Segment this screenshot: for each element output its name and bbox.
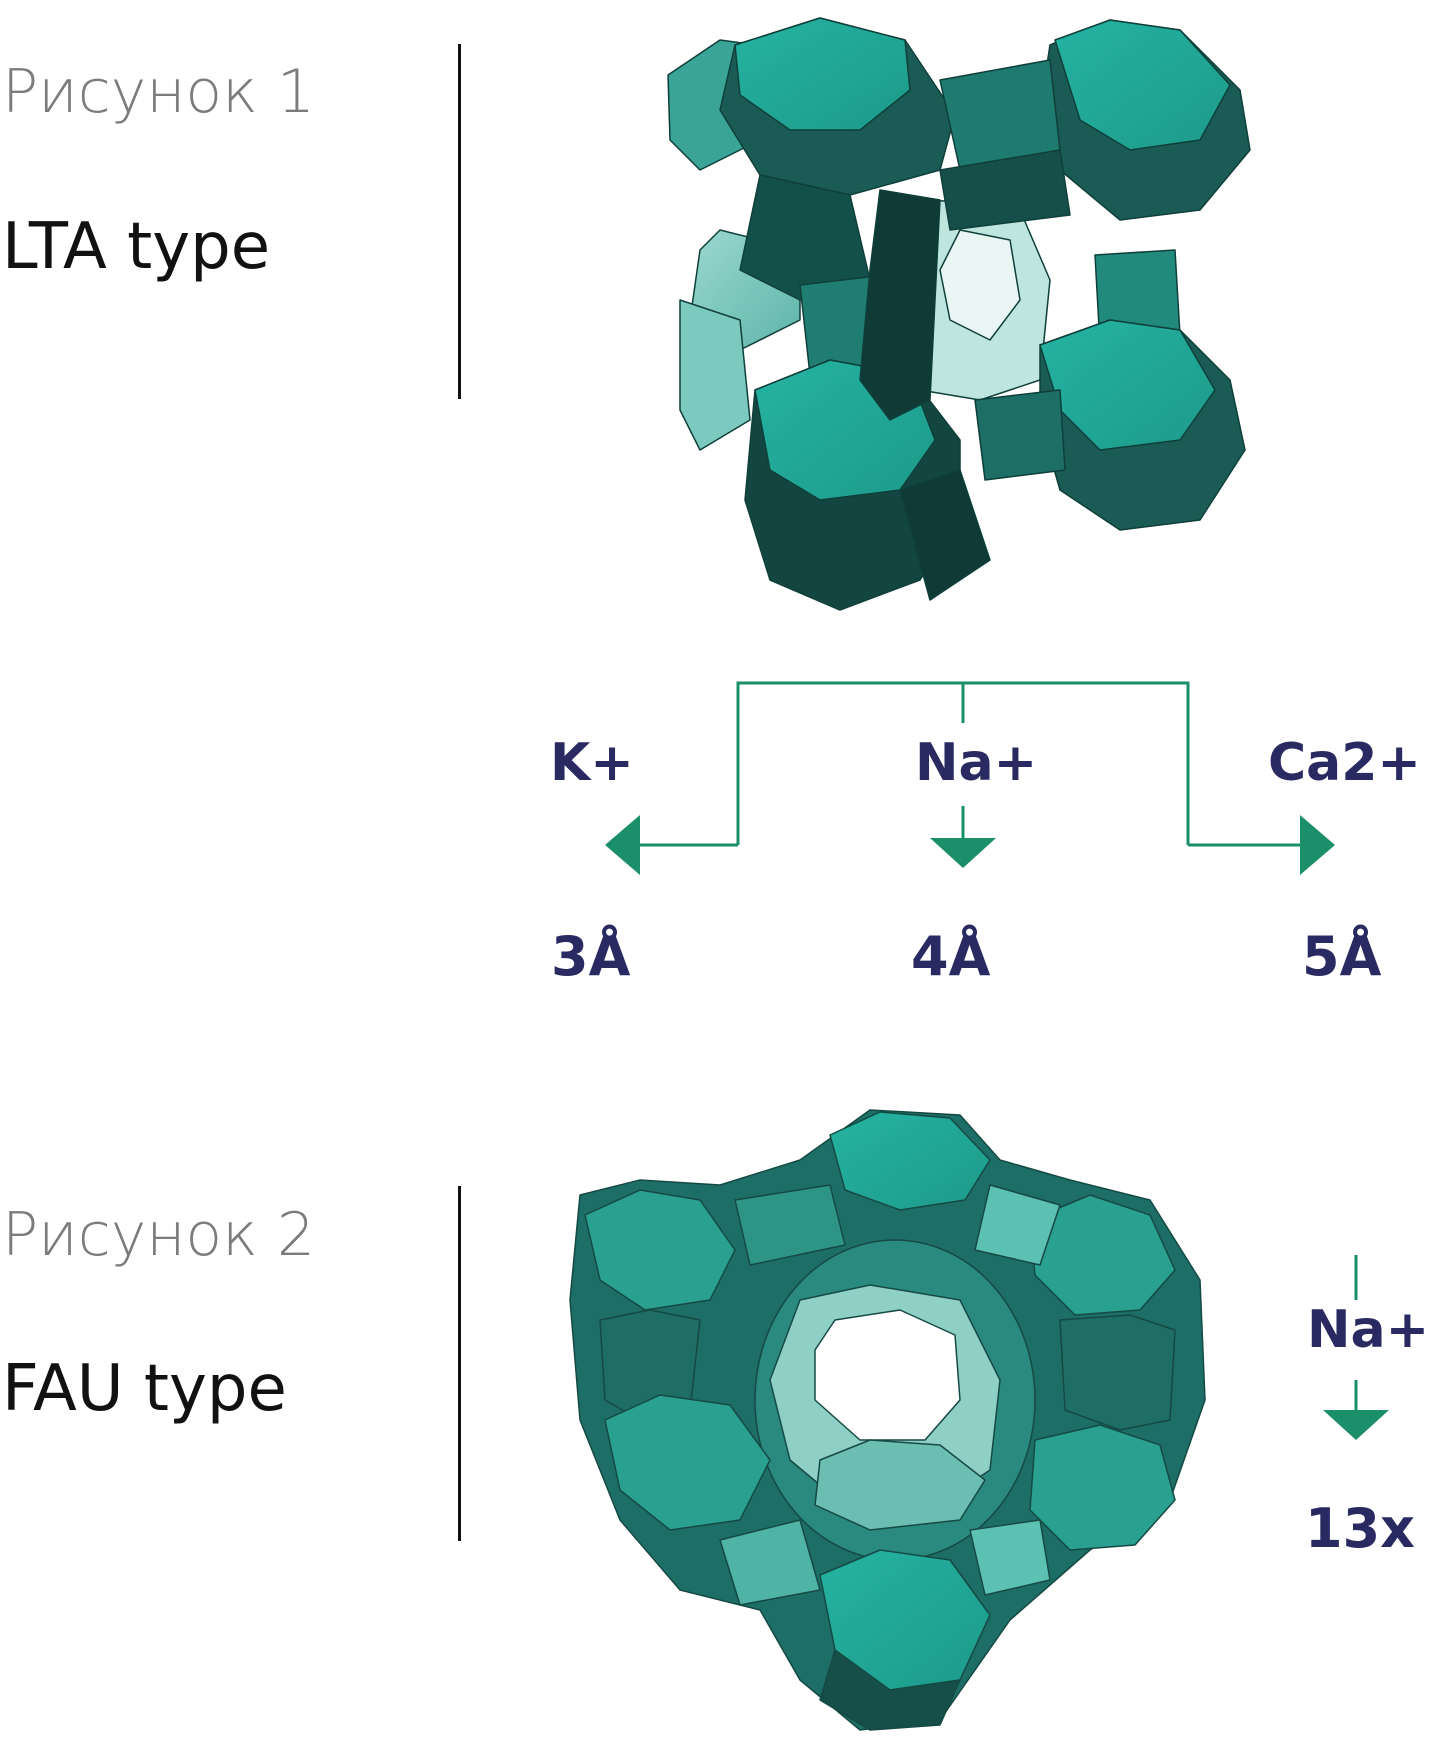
- arrow-down-head: [930, 838, 996, 868]
- fau-structure-image: [569, 1109, 1206, 1731]
- arrow-left-head: [605, 815, 640, 875]
- figure-1-divider: [458, 44, 461, 399]
- lta-structure-image: [667, 17, 1251, 611]
- ion-label-na-fau: Na+: [1307, 1300, 1430, 1360]
- ion-label-na: Na+: [915, 733, 1038, 793]
- fau-cage-top-left: [584, 1189, 736, 1311]
- arrow-right-head: [1300, 815, 1335, 875]
- figure-2-type-label: FAU type: [2, 1352, 287, 1426]
- fau-cage-top-right: [1029, 1194, 1176, 1316]
- figure-1-type-label: LTA type: [2, 210, 271, 284]
- fau-cage-top: [829, 1111, 991, 1211]
- ion-exchange-arrows: [640, 681, 1300, 847]
- fau-cage-bottom-right: [1029, 1424, 1176, 1551]
- pore-size-13x: 13x: [1305, 1497, 1415, 1560]
- pore-size-4a: 4Å: [911, 925, 991, 988]
- pore-size-5a: 5Å: [1302, 925, 1382, 988]
- ion-label-ca: Ca2+: [1268, 733, 1422, 793]
- figure-1-caption: Рисунок 1: [2, 57, 316, 127]
- fau-cage-bottom-left: [604, 1394, 771, 1531]
- figure-2-divider: [458, 1186, 461, 1541]
- fau-arrow-down-head: [1323, 1410, 1389, 1440]
- pore-size-3a: 3Å: [551, 925, 631, 988]
- figure-2-caption: Рисунок 2: [2, 1200, 316, 1270]
- ion-label-k: K+: [550, 733, 634, 793]
